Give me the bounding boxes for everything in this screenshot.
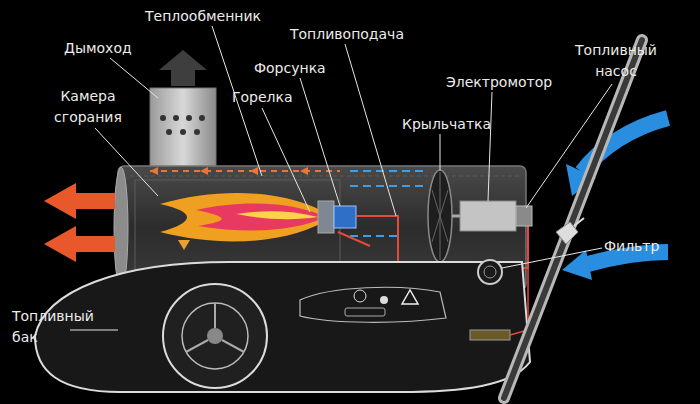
leader-line xyxy=(95,128,158,196)
chimney xyxy=(150,88,216,168)
fuel-pump xyxy=(516,206,532,226)
part-label: Топливный насос xyxy=(568,40,664,82)
leader-line xyxy=(526,84,612,208)
panel-slot xyxy=(345,308,385,316)
leader-lines xyxy=(70,26,612,330)
flow-head xyxy=(178,240,190,250)
part-label: Камера сгорания xyxy=(40,86,136,128)
hole xyxy=(194,129,200,135)
hole xyxy=(173,115,179,121)
part-label: Крыльчатка xyxy=(402,114,512,135)
nozzle xyxy=(334,206,356,228)
electric-motor xyxy=(460,201,516,231)
motor-shaft xyxy=(452,215,460,218)
filter-core xyxy=(484,266,496,278)
warning-sign xyxy=(402,290,418,304)
flame-outer xyxy=(160,193,332,241)
control-panel xyxy=(300,287,446,322)
part-label: Горелка xyxy=(232,87,322,108)
part-label: Топливоподача xyxy=(290,24,430,45)
leader-line xyxy=(70,330,118,331)
hole xyxy=(199,115,205,121)
spoke xyxy=(186,340,208,352)
hole xyxy=(166,129,172,135)
control-button xyxy=(380,296,388,304)
fan-impeller xyxy=(428,170,452,262)
flow-line xyxy=(350,235,400,237)
part-label: Топливный бак xyxy=(12,306,104,348)
part-label: Дымоход xyxy=(64,38,164,59)
hot-air-arrow xyxy=(44,183,115,219)
handle-inner xyxy=(504,40,642,398)
wheel-hub xyxy=(207,328,223,344)
fan-blade xyxy=(432,190,448,242)
control-knob xyxy=(354,290,366,302)
fuel-filter-element xyxy=(470,330,510,340)
filter xyxy=(478,260,502,284)
fuel-line xyxy=(510,268,528,335)
flow-head xyxy=(300,167,308,175)
cold-air-head xyxy=(562,250,592,280)
cold-flow xyxy=(350,171,425,236)
wheel-rim xyxy=(182,303,248,369)
part-label: Фильтр xyxy=(604,236,694,257)
spoke xyxy=(222,340,244,352)
flow-head xyxy=(200,167,208,175)
leader-line xyxy=(300,78,340,206)
burner xyxy=(318,201,334,233)
leader-line xyxy=(345,44,396,216)
leader-line xyxy=(502,248,602,268)
hole xyxy=(186,115,192,121)
flow-head xyxy=(150,167,158,175)
spoke xyxy=(214,303,216,328)
tube-end-cap xyxy=(114,167,128,289)
heat-exchanger-wall xyxy=(130,176,520,177)
exhaust-arrow xyxy=(159,50,207,86)
flame-inner xyxy=(196,204,326,231)
leader-line xyxy=(110,58,158,98)
flow-line xyxy=(150,170,340,172)
flame-core xyxy=(236,211,318,219)
part-label: Форсунка xyxy=(254,58,354,79)
leader-line xyxy=(440,134,441,170)
wheel xyxy=(163,284,267,388)
hot-air-arrow xyxy=(44,226,115,262)
plug-pin xyxy=(574,218,584,226)
leader-line xyxy=(488,92,492,201)
fan-blade xyxy=(432,190,448,242)
part-label: Теплообменник xyxy=(145,6,285,27)
hole xyxy=(160,115,166,121)
flow-head xyxy=(250,167,258,175)
flow-line xyxy=(350,170,425,172)
fuel-tank xyxy=(35,262,530,392)
chimney-holes xyxy=(160,115,205,135)
wheel-spokes xyxy=(186,303,244,352)
handle xyxy=(504,40,642,398)
part-label: Электромотор xyxy=(446,72,576,93)
hole xyxy=(180,129,186,135)
fuel-line xyxy=(338,232,370,246)
leader-line xyxy=(262,108,310,212)
